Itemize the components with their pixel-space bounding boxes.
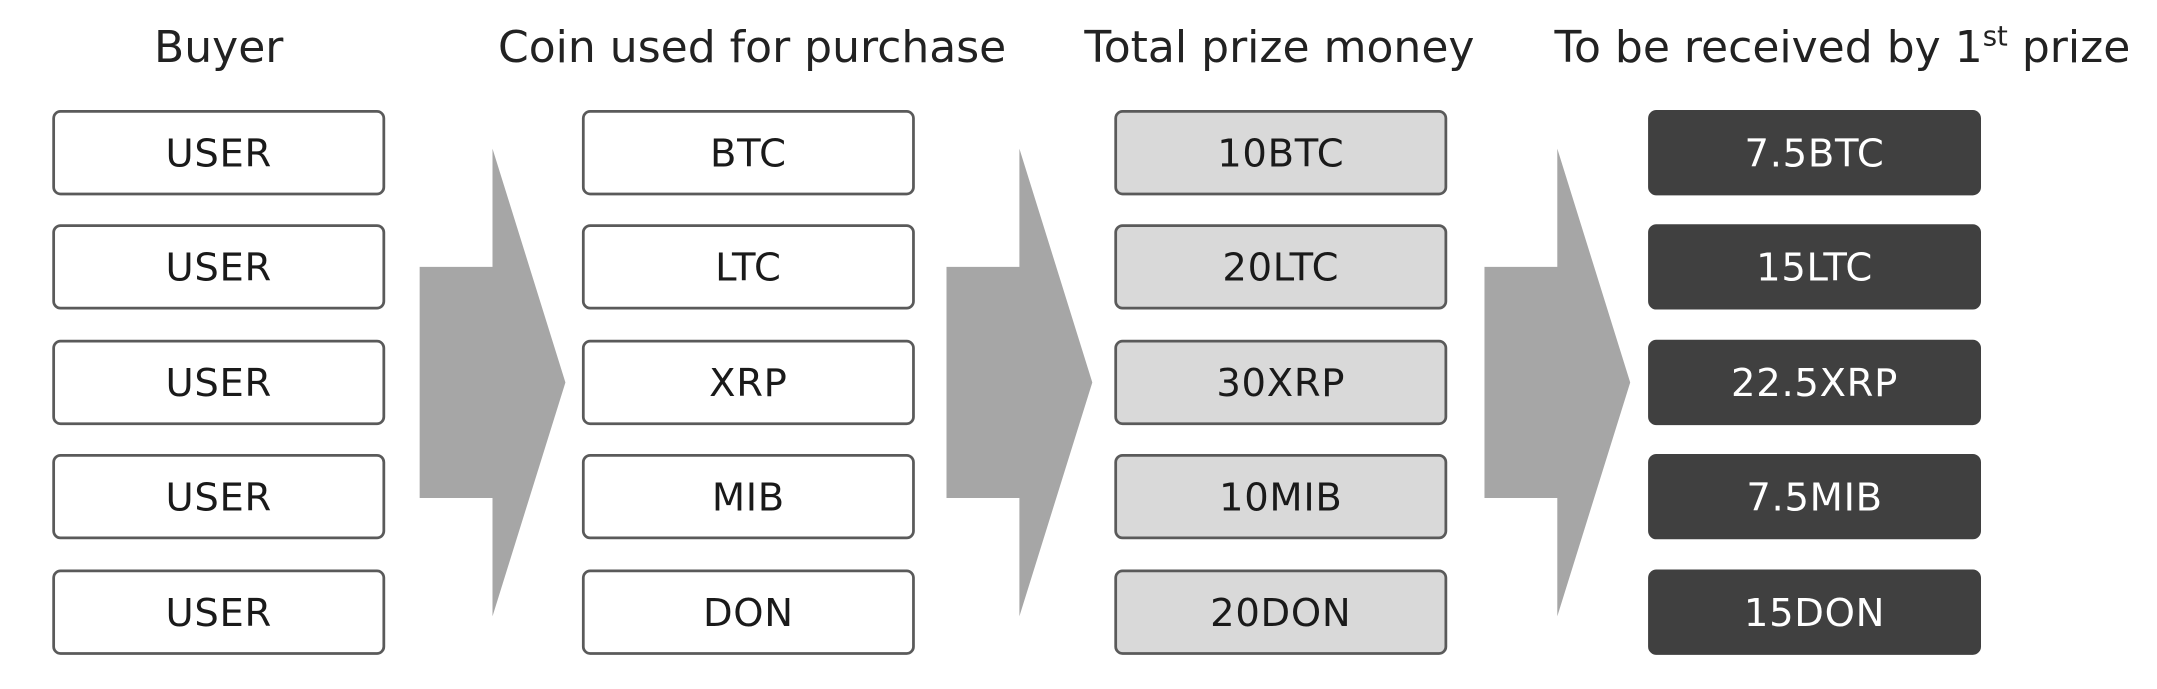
- coin-box: XRP: [581, 339, 915, 426]
- total-prize-box: 10MIB: [1114, 453, 1448, 540]
- first-prize-title-prefix: To be received by 1: [1554, 20, 1983, 73]
- total-prize-column-title: Total prize money: [1084, 20, 1475, 73]
- buyer-box: USER: [52, 110, 386, 196]
- coin-box: LTC: [581, 224, 915, 310]
- coin-column-title: Coin used for purchase: [498, 20, 1007, 73]
- total-prize-box: 30XRP: [1114, 339, 1448, 426]
- coin-box: DON: [581, 569, 915, 655]
- buyer-box: USER: [52, 224, 386, 310]
- total-prize-box: 10BTC: [1114, 110, 1448, 196]
- flow-arrow-icon: [946, 148, 1093, 617]
- total-prize-box: 20LTC: [1114, 224, 1448, 310]
- first-prize-title-sup: st: [1982, 19, 2008, 53]
- flow-arrow-icon: [1484, 148, 1631, 617]
- first-prize-box: 7.5MIB: [1648, 453, 1982, 540]
- coin-box: MIB: [581, 453, 915, 540]
- first-prize-column-title: To be received by 1st prize: [1554, 19, 2131, 74]
- flow-arrow-icon: [419, 148, 566, 617]
- first-prize-box: 15LTC: [1648, 224, 1982, 310]
- buyer-box: USER: [52, 339, 386, 426]
- buyer-column-title: Buyer: [154, 20, 284, 73]
- first-prize-box: 22.5XRP: [1648, 339, 1982, 426]
- buyer-box: USER: [52, 453, 386, 540]
- first-prize-box: 15DON: [1648, 569, 1982, 655]
- buyer-box: USER: [52, 569, 386, 655]
- total-prize-box: 20DON: [1114, 569, 1448, 655]
- first-prize-box: 7.5BTC: [1648, 110, 1982, 196]
- first-prize-title-suffix: prize: [2007, 20, 2131, 73]
- coin-box: BTC: [581, 110, 915, 196]
- prize-flow-diagram: Buyer Coin used for purchase Total prize…: [52, 19, 2131, 655]
